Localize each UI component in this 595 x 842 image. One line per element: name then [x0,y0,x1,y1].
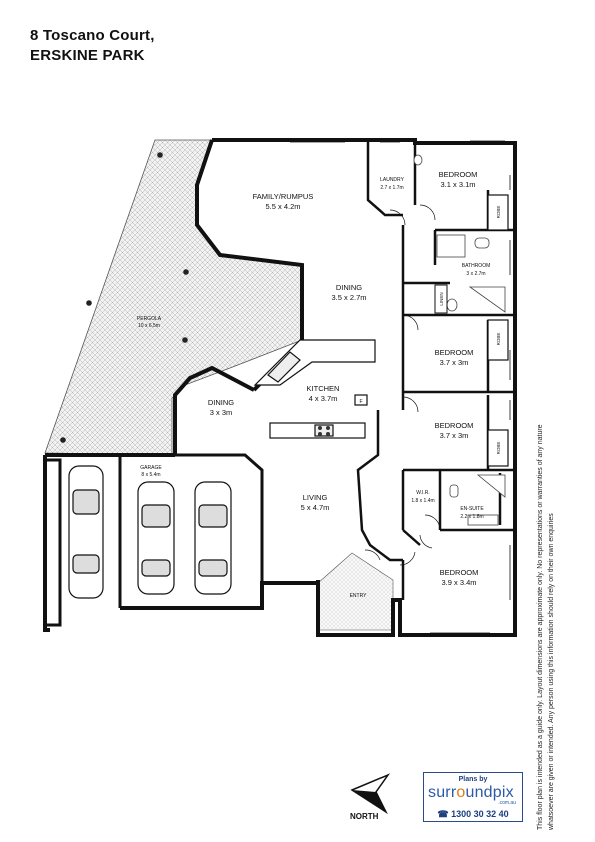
north-label: NORTH [350,812,379,821]
brand-domain: .com.au [498,800,516,806]
bed4-name: BEDROOM [440,568,479,577]
disclaimer-line2: whatsoever are given or intended. Any pe… [547,513,555,830]
ensuite-name: EN-SUITE [460,506,484,512]
brand-name: surroundpix [428,784,514,801]
bed3-name: BEDROOM [435,421,474,430]
kitchen-name: KITCHEN [307,384,340,393]
wir-name: W.I.R. [416,490,430,496]
family-name: FAMILY/RUMPUS [253,192,314,201]
bed2-dims: 3.7 x 3m [440,358,469,367]
plans-by-label: Plans by [458,776,488,783]
linen-label: LINEN [439,292,444,305]
wir-dims: 1.8 x 1.4m [411,498,434,504]
bed2-name: BEDROOM [435,348,474,357]
phone-icon: ☎ [437,809,449,819]
dining1-dims: 3.5 x 2.7m [331,293,366,302]
car-icon-2 [137,481,175,595]
garage-name: GARAGE [140,465,162,471]
robe2-label: ROBE [496,333,501,346]
property-title: 8 Toscano Court, ERSKINE PARK [30,26,155,66]
kitchen-dims: 4 x 3.7m [309,394,338,403]
kitchen-benches [253,339,376,439]
garage-dims: 8 x 5.4m [141,472,160,478]
exterior-walls [43,138,517,637]
surroundpix-logo: Plans by surroundpix .com.au ☎ 1300 30 3… [423,772,523,822]
bed1-name: BEDROOM [439,170,478,179]
address-line: 8 Toscano Court, [30,27,155,44]
suburb-line: ERSKINE PARK [30,47,145,64]
fridge-label: F [359,399,362,405]
pergola-dims: 10 x 6.5m [138,323,160,329]
car-icon-1 [68,465,104,599]
north-arrow-icon [350,773,391,815]
bed4-dims: 3.9 x 3.4m [441,578,476,587]
room-labels: FAMILY/RUMPUS 5.5 x 4.2m LAUNDRY 2.7 x 1… [137,170,501,599]
robes [487,194,509,467]
laundry-dims: 2.7 x 1.7m [380,185,403,191]
robe1-label: ROBE [496,206,501,219]
family-dims: 5.5 x 4.2m [265,202,300,211]
bed3-dims: 3.7 x 3m [440,431,469,440]
car-icon-3 [194,481,232,595]
windows [290,140,511,634]
living-name: LIVING [303,493,328,502]
entry-label: ENTRY [350,593,368,599]
bathroom-dims: 3 x 2.7m [466,271,485,277]
door-swings [364,204,441,566]
cooktop-burners [318,426,330,436]
phone-number: ☎ 1300 30 32 40 [437,809,509,819]
entry-area [317,552,394,631]
linen-cupboard [434,284,448,314]
ensuite-dims: 2.2 x 1.8m [460,514,483,520]
garage-walls [45,453,264,627]
dining2-name: DINING [208,398,234,407]
dining2-dims: 3 x 3m [210,408,233,417]
laundry-name: LAUNDRY [380,177,404,183]
disclaimer-line1: This floor plan is intended as a guide o… [537,424,544,830]
bathroom-fixtures [413,154,506,526]
bathroom-name: BATHROOM [462,263,491,269]
pergola-posts [60,152,189,443]
dining1-name: DINING [336,283,362,292]
pergola-name: PERGOLA [137,316,162,322]
bed1-dims: 3.1 x 3.1m [440,180,475,189]
robe3-label: ROBE [496,442,501,455]
living-dims: 5 x 4.7m [301,503,330,512]
